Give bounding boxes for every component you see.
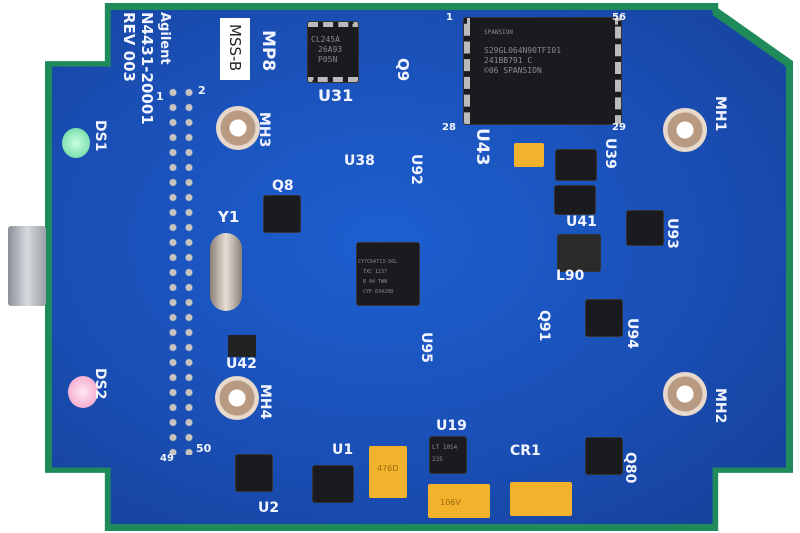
refdes-ds1: DS1 bbox=[92, 120, 108, 152]
chip-marking: LT 1054 bbox=[432, 444, 458, 451]
refdes-mh1: MH1 bbox=[712, 96, 728, 132]
maker-label: Agilent bbox=[157, 12, 172, 65]
refdes-u2: U2 bbox=[258, 500, 280, 516]
chip-u39 bbox=[556, 150, 596, 180]
refdes-ds2: DS2 bbox=[92, 368, 108, 400]
chip-u93 bbox=[627, 211, 663, 245]
led-ds1 bbox=[62, 128, 90, 158]
refdes-mh2: MH2 bbox=[712, 388, 728, 424]
mount-hole-mh2 bbox=[663, 372, 707, 416]
refdes-u93: U93 bbox=[664, 218, 680, 249]
chip-u19: LT 1054 235 bbox=[430, 437, 466, 473]
header-connector bbox=[165, 85, 197, 455]
mp8-label: MP8 bbox=[258, 30, 278, 72]
refdes-cr1: CR1 bbox=[510, 443, 541, 459]
mount-hole-mh4 bbox=[215, 376, 259, 420]
inductor-l90 bbox=[558, 235, 600, 271]
chip-marking: P05N bbox=[318, 55, 338, 64]
chip-q80 bbox=[586, 438, 622, 474]
tantalum-capacitor bbox=[510, 482, 572, 516]
refdes-q9: Q9 bbox=[394, 58, 412, 82]
pin-label: 49 bbox=[160, 453, 174, 464]
pin-label: 2 bbox=[198, 84, 206, 97]
chip-u41 bbox=[555, 186, 595, 214]
pin-label: 56 bbox=[612, 12, 626, 23]
chip-u1 bbox=[313, 466, 353, 502]
refdes-q80: Q80 bbox=[622, 452, 638, 484]
chip-marking: ©06 SPANSION bbox=[484, 66, 542, 75]
chip-marking: 235 bbox=[432, 456, 443, 463]
refdes-u94: U94 bbox=[624, 318, 640, 349]
flash-logo: SPANSION bbox=[484, 29, 513, 36]
tantalum-capacitor: 476D bbox=[369, 446, 407, 498]
refdes-q91: Q91 bbox=[536, 310, 552, 342]
pcb-solder-mask bbox=[52, 10, 786, 524]
refdes-u92: U92 bbox=[408, 154, 424, 185]
part-number: N4431-20001 bbox=[138, 12, 156, 125]
refdes-mh4: MH4 bbox=[257, 384, 273, 420]
tantalum-capacitor bbox=[514, 143, 544, 167]
refdes-l90: L90 bbox=[556, 268, 585, 284]
sticker bbox=[220, 18, 250, 80]
chip-marking: 241BB791 C bbox=[484, 56, 533, 65]
chip-u2 bbox=[236, 455, 272, 491]
pin-label: 28 bbox=[442, 122, 456, 133]
chip-marking: TXC 1237 bbox=[363, 269, 388, 275]
chip-u94 bbox=[586, 300, 622, 336]
chip-marking: B 04 TWN bbox=[363, 279, 388, 285]
chip-marking: 26A93 bbox=[318, 45, 343, 54]
sticker-text: MSS-B bbox=[226, 24, 244, 72]
refdes-mh3: MH3 bbox=[256, 112, 272, 148]
pin-label: 50 bbox=[196, 442, 212, 455]
pin-label: 29 bbox=[612, 122, 626, 133]
revision: REV 003 bbox=[120, 12, 138, 82]
crystal-y1 bbox=[210, 233, 242, 311]
chip-u31: CL245A 26A93 P05N bbox=[308, 22, 358, 82]
usb-connector bbox=[8, 226, 46, 306]
refdes-u42: U42 bbox=[226, 356, 257, 372]
led-ds2 bbox=[68, 376, 98, 408]
refdes-y1: Y1 bbox=[218, 208, 240, 226]
refdes-u95: U95 bbox=[418, 332, 434, 363]
mount-hole-mh1 bbox=[663, 108, 707, 152]
refdes-q8: Q8 bbox=[272, 178, 294, 194]
tantalum-capacitor: 106V bbox=[428, 484, 490, 518]
refdes-u41: U41 bbox=[566, 214, 597, 230]
chip-u42 bbox=[228, 335, 256, 357]
refdes-u19: U19 bbox=[436, 418, 467, 434]
chip-marking: CL245A bbox=[311, 35, 340, 44]
refdes-u43: U43 bbox=[472, 128, 492, 166]
pin-label: 1 bbox=[156, 90, 164, 103]
chip-marking: S29GL064N90TFI01 bbox=[484, 46, 562, 55]
chip-q8 bbox=[264, 196, 300, 232]
refdes-u38: U38 bbox=[344, 153, 375, 169]
chip-marking: CYP 634288 bbox=[363, 289, 394, 295]
flash-chip-u43: SPANSION S29GL064N90TFI01 241BB791 C ©06… bbox=[464, 18, 621, 124]
pin-label: 1 bbox=[446, 12, 453, 23]
chip-marking: CY7C64713-56L bbox=[358, 259, 398, 265]
capacitor-marking: 106V bbox=[440, 498, 461, 507]
refdes-u39: U39 bbox=[602, 138, 618, 169]
refdes-u1: U1 bbox=[332, 442, 354, 458]
mount-hole-mh3 bbox=[216, 106, 260, 150]
capacitor-marking: 476D bbox=[377, 464, 399, 473]
refdes-u31: U31 bbox=[318, 86, 354, 105]
usb-controller-chip: CY7C64713-56L TXC 1237 B 04 TWN CYP 6342… bbox=[357, 243, 419, 305]
